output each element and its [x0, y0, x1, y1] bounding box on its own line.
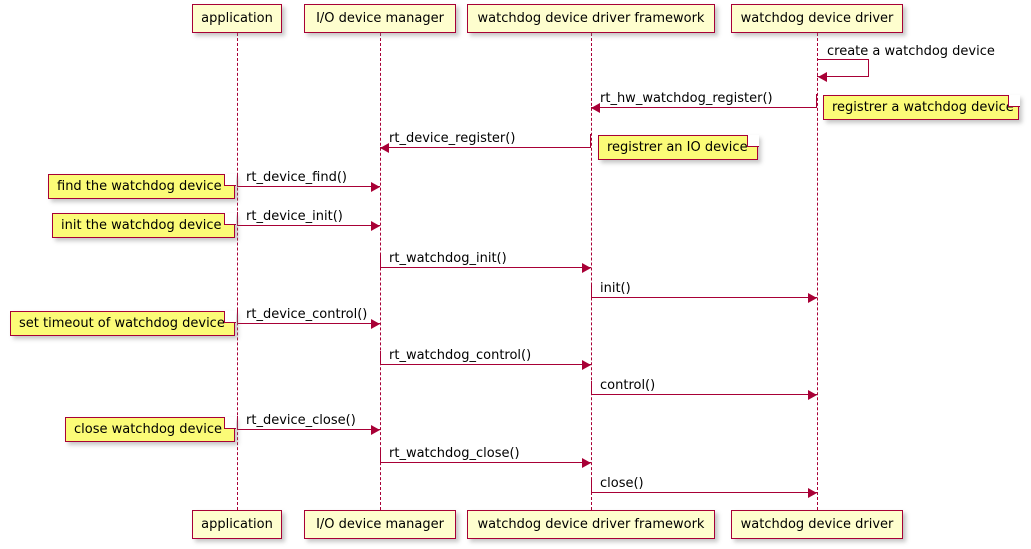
message-line-rt_hw_watchdog_register: [591, 107, 817, 108]
note-fold-corner-icon: [223, 173, 236, 186]
message-origin-stub: [591, 284, 592, 297]
participant-footer-driver[interactable]: watchdog device driver: [731, 510, 903, 539]
message-line-rt_watchdog_init: [380, 267, 591, 268]
arrowhead-right-icon: [371, 319, 380, 329]
arrowhead-right-icon: [808, 488, 817, 498]
message-label-create-a-watchdog-device: create a watchdog device: [827, 44, 995, 59]
message-origin-stub: [237, 416, 238, 429]
note-registrer-an-io-device[interactable]: registrer an IO device: [598, 134, 759, 160]
participant-header-application[interactable]: application: [192, 4, 282, 33]
participant-header-iodm[interactable]: I/O device manager: [304, 4, 456, 33]
arrowhead-right-icon: [582, 458, 591, 468]
participant-footer-framework[interactable]: watchdog device driver framework: [467, 510, 715, 539]
note-set-timeout-of-watchdog-device[interactable]: set timeout of watchdog device: [10, 310, 236, 336]
arrowhead-right-icon: [371, 182, 380, 192]
note-text: find the watchdog device: [57, 179, 222, 194]
lifeline-framework: [591, 33, 592, 510]
note-fold-corner-icon: [223, 416, 236, 429]
arrowhead-right-icon: [371, 425, 380, 435]
message-label-rt_device_find: rt_device_find(): [246, 170, 347, 185]
note-fold-corner-icon: [223, 212, 236, 225]
lifeline-application: [237, 33, 238, 510]
message-line-close: [591, 492, 817, 493]
note-text: close watchdog device: [74, 422, 222, 437]
note-fold-corner-icon: [223, 310, 236, 323]
note-text: registrer a watchdog device: [832, 100, 1014, 115]
message-origin-stub: [380, 254, 381, 267]
message-label-rt_watchdog_close: rt_watchdog_close(): [389, 446, 520, 461]
arrowhead-left-icon: [380, 143, 389, 153]
message-line-control: [591, 394, 817, 395]
message-origin-stub: [237, 310, 238, 323]
self-message-create-a-watchdog-device: [817, 59, 869, 77]
arrowhead-right-icon: [371, 221, 380, 231]
message-line-rt_device_find: [237, 186, 380, 187]
arrowhead-left-icon: [818, 72, 827, 82]
arrowhead-right-icon: [582, 360, 591, 370]
arrowhead-right-icon: [808, 390, 817, 400]
message-origin-stub: [591, 381, 592, 394]
message-origin-stub: [380, 351, 381, 364]
message-label-rt_device_register: rt_device_register(): [389, 131, 516, 146]
message-label-close: close(): [600, 476, 644, 491]
participant-header-driver[interactable]: watchdog device driver: [731, 4, 903, 33]
message-origin-stub: [237, 212, 238, 225]
message-label-rt_watchdog_init: rt_watchdog_init(): [389, 251, 507, 266]
participant-footer-iodm[interactable]: I/O device manager: [304, 510, 456, 539]
arrowhead-right-icon: [808, 293, 817, 303]
note-text: registrer an IO device: [607, 140, 748, 155]
note-fold-corner-icon: [746, 134, 759, 147]
message-line-rt_watchdog_close: [380, 462, 591, 463]
note-find-the-watchdog-device[interactable]: find the watchdog device: [48, 173, 236, 199]
note-init-the-watchdog-device[interactable]: init the watchdog device: [52, 212, 236, 238]
message-origin-stub: [815, 94, 817, 107]
note-close-watchdog-device[interactable]: close watchdog device: [65, 416, 236, 442]
message-label-control: control(): [600, 378, 656, 393]
message-line-rt_device_register: [380, 147, 591, 148]
message-origin-stub: [589, 134, 591, 147]
lifeline-driver: [817, 33, 818, 510]
message-line-init: [591, 297, 817, 298]
message-line-rt_device_control: [237, 323, 380, 324]
message-label-rt_hw_watchdog_register: rt_hw_watchdog_register(): [600, 91, 773, 106]
message-origin-stub: [591, 479, 592, 492]
participant-footer-application[interactable]: application: [192, 510, 282, 539]
message-label-rt_device_close: rt_device_close(): [246, 413, 356, 428]
message-origin-stub: [380, 449, 381, 462]
note-text: init the watchdog device: [61, 218, 222, 233]
note-registrer-a-watchdog-device[interactable]: registrer a watchdog device: [823, 94, 1020, 120]
message-label-rt_device_control: rt_device_control(): [246, 307, 368, 322]
message-line-rt_watchdog_control: [380, 364, 591, 365]
message-label-init: init(): [600, 281, 631, 296]
message-origin-stub: [237, 173, 238, 186]
message-label-rt_watchdog_control: rt_watchdog_control(): [389, 348, 532, 363]
message-line-rt_device_init: [237, 225, 380, 226]
participant-header-framework[interactable]: watchdog device driver framework: [467, 4, 715, 33]
arrowhead-left-icon: [591, 103, 600, 113]
message-label-rt_device_init: rt_device_init(): [246, 209, 343, 224]
arrowhead-right-icon: [582, 263, 591, 273]
note-fold-corner-icon: [1007, 94, 1020, 107]
message-line-rt_device_close: [237, 429, 380, 430]
note-text: set timeout of watchdog device: [19, 316, 225, 331]
lifeline-iodm: [380, 33, 381, 510]
